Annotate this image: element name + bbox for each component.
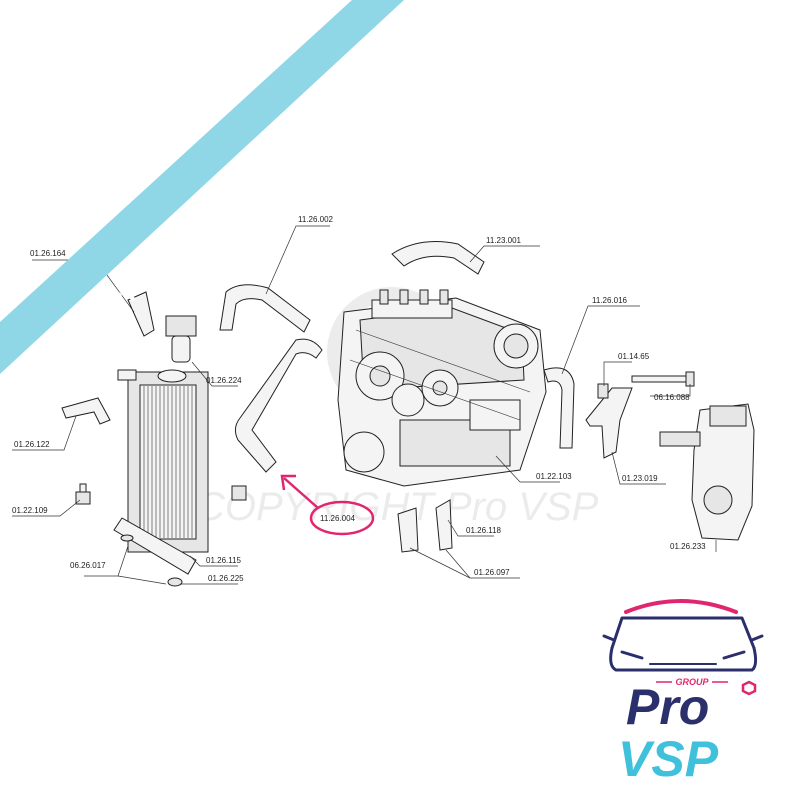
fuel-filter: [165, 315, 197, 363]
leader-lines: [12, 225, 717, 585]
provsp-logo: GROUP Pro VSP: [602, 599, 764, 787]
part-labels: 01.26.164 11.26.002 11.23.001 11.26.016 …: [12, 215, 706, 583]
label-06-16-088: 06.16.088: [654, 393, 690, 402]
label-11-23-001: 11.23.001: [486, 236, 522, 245]
label-01-23-019: 01.23.019: [622, 474, 658, 483]
engine: [337, 289, 547, 487]
label-01-26-224: 01.26.224: [206, 376, 242, 385]
gearbox: [659, 403, 755, 541]
top-bracket: [127, 291, 155, 337]
logo-vsp-text: VSP: [618, 731, 719, 787]
label-01-26-115: 01.26.115: [206, 556, 242, 565]
engine-mount-left: [397, 507, 419, 553]
watermark-text: COPYRIGHT Pro VSP: [196, 485, 599, 529]
car-outline-icon: [602, 599, 764, 672]
label-01-26-225: 01.26.225: [208, 574, 244, 583]
hose-top: [391, 241, 485, 275]
engine-mount-right: [435, 499, 453, 551]
gearbox-bracket: [585, 387, 633, 459]
label-01-26-122: 01.26.122: [14, 440, 50, 449]
banner-ribbon: [0, 0, 404, 374]
logo-pro-text: Pro: [626, 679, 709, 735]
label-01-22-103: 01.22.103: [536, 472, 572, 481]
highlight: [280, 474, 375, 536]
bolt: [631, 371, 695, 387]
label-01-26-118: 01.26.118: [466, 526, 502, 535]
hose-lower: [234, 338, 323, 473]
small-bracket: [231, 485, 247, 501]
label-11-26-016: 11.26.016: [592, 296, 628, 305]
radiator: [117, 369, 209, 553]
label-01-22-109: 01.22.109: [12, 506, 48, 515]
label-01-26-164: 01.26.164: [30, 249, 66, 258]
logo-hexagon: [741, 680, 757, 696]
label-01-26-233: 01.26.233: [670, 542, 706, 551]
bush: [597, 383, 609, 399]
silent-block: [75, 483, 91, 505]
arrow-icon: [280, 474, 319, 509]
label-11-26-002: 11.26.002: [298, 215, 334, 224]
radiator-fins: [143, 386, 193, 538]
highlight-ellipse: [309, 500, 375, 536]
hose-right: [543, 367, 575, 449]
label-11-26-004: 11.26.004: [320, 514, 356, 523]
logo-group-text: GROUP: [675, 677, 709, 687]
label-06-26-017: 06.26.017: [70, 561, 106, 570]
label-01-26-097: 01.26.097: [474, 568, 510, 577]
hose-upper: [219, 284, 311, 333]
side-bracket: [61, 397, 111, 425]
radiator-bracket: [113, 517, 197, 587]
label-01-14-65: 01.14.65: [618, 352, 650, 361]
